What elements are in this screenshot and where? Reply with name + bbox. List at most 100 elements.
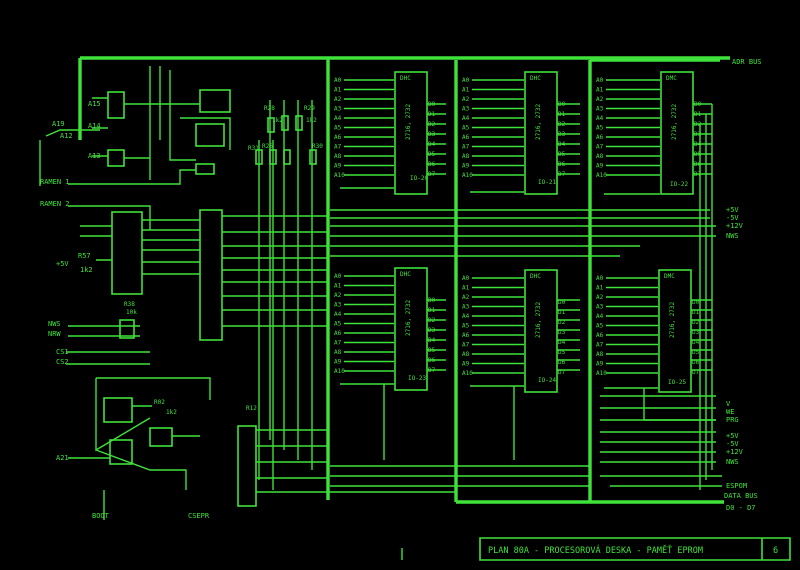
label-cs1: CS1 bbox=[56, 348, 69, 356]
data-pin-label: D4 bbox=[692, 339, 700, 346]
addr-pin-label: A10 bbox=[596, 370, 607, 377]
label-r38-val: 10k bbox=[126, 309, 137, 316]
eprom-chip-4: DHC bbox=[394, 267, 428, 391]
eprom-ref-5: IO-24 bbox=[538, 377, 556, 384]
right-bot-neg5v: -5V bbox=[726, 440, 739, 448]
addr-pin-label: A0 bbox=[462, 77, 470, 84]
addr-pin-label: A1 bbox=[334, 87, 342, 94]
eprom-ref-2: IO-21 bbox=[538, 179, 556, 186]
addr-pin-label: A4 bbox=[334, 311, 342, 318]
addr-pin-label: A6 bbox=[334, 134, 342, 141]
addr-pin-label: A6 bbox=[596, 134, 604, 141]
addr-pin-label: A3 bbox=[462, 304, 470, 311]
svg-text:DHC: DHC bbox=[530, 273, 541, 280]
eprom-ref-4: IO-23 bbox=[408, 375, 426, 382]
data-pin-label: D3 bbox=[692, 329, 700, 336]
title-block bbox=[401, 537, 791, 561]
addr-pin-label: A4 bbox=[334, 115, 342, 122]
addr-pin-label: A2 bbox=[462, 294, 470, 301]
eprom-type-5: 2716, 2732 bbox=[535, 301, 542, 338]
data-pin-label: D5 bbox=[692, 349, 700, 356]
label-csepr: CSEPR bbox=[188, 512, 210, 520]
addr-pin-label: A3 bbox=[596, 106, 604, 113]
adr-bus-label: ADR BUS bbox=[732, 58, 762, 66]
addr-pin-label: A3 bbox=[596, 304, 604, 311]
addr-pin-label: A7 bbox=[334, 144, 342, 151]
addr-pin-label: A3 bbox=[334, 302, 342, 309]
addr-pin-label: A5 bbox=[596, 323, 604, 330]
addr-pin-label: A0 bbox=[596, 275, 604, 282]
right-top-12v: +12V bbox=[726, 222, 744, 230]
label-r29-val: 1k2 bbox=[306, 117, 317, 124]
addr-pin-label: A2 bbox=[596, 96, 604, 103]
data-pin-label: D2 bbox=[692, 319, 700, 326]
addr-pin-label: A5 bbox=[596, 125, 604, 132]
title-text: PLAN 80A - PROCESOROVÁ DESKA - PAMĚŤ EPR… bbox=[488, 544, 703, 556]
data-pin-label: D1 bbox=[692, 309, 700, 316]
addr-pin-label: A7 bbox=[334, 340, 342, 347]
addr-pin-label: A7 bbox=[462, 144, 470, 151]
label-a21: A21 bbox=[56, 454, 69, 462]
label-a19: A19 bbox=[52, 120, 65, 128]
addr-pin-label: A6 bbox=[462, 332, 470, 339]
addr-pin-label: A8 bbox=[462, 351, 470, 358]
right-top-5v: +5V bbox=[726, 206, 739, 214]
addr-pin-label: A9 bbox=[462, 361, 470, 368]
label-r26: R26 bbox=[262, 143, 273, 150]
right-espom: ESPOM bbox=[726, 482, 747, 490]
label-r31: R31 bbox=[248, 145, 259, 152]
data-pin-label: D7 bbox=[692, 369, 700, 376]
addr-pin-label: A6 bbox=[596, 332, 604, 339]
eprom-type-2: 2716, 2732 bbox=[535, 103, 542, 140]
right-bot-nws: NWS bbox=[726, 458, 739, 466]
right-mid-v: V bbox=[726, 400, 731, 408]
eprom-type-3: 2716, 2732 bbox=[671, 103, 678, 140]
svg-text:DMC: DMC bbox=[666, 75, 677, 82]
addr-pin-label: A10 bbox=[462, 172, 473, 179]
label-nws: NWS bbox=[48, 320, 61, 328]
addr-pin-label: A4 bbox=[462, 115, 470, 122]
addr-pin-label: A3 bbox=[462, 106, 470, 113]
addr-pin-label: A10 bbox=[596, 172, 607, 179]
data-pin-label: D6 bbox=[558, 359, 566, 366]
addr-pin-label: A8 bbox=[334, 349, 342, 356]
eprom-wiring bbox=[330, 103, 722, 490]
eprom-ref-1: IO-20 bbox=[410, 175, 428, 182]
label-plus5v: +5V bbox=[56, 260, 69, 268]
addr-pin-label: A9 bbox=[596, 361, 604, 368]
addr-pin-label: A6 bbox=[462, 134, 470, 141]
label-a12: A12 bbox=[60, 132, 73, 140]
addr-pin-label: A9 bbox=[334, 163, 342, 170]
addr-pin-label: A4 bbox=[596, 313, 604, 320]
label-r57-val: 1k2 bbox=[80, 266, 93, 274]
label-r57: R57 bbox=[78, 252, 91, 260]
right-top-nws: NWS bbox=[726, 232, 739, 240]
addr-pin-label: A5 bbox=[462, 323, 470, 330]
addr-pin-label: A1 bbox=[596, 285, 604, 292]
addr-pin-label: A1 bbox=[462, 285, 470, 292]
addr-pin-label: A9 bbox=[462, 163, 470, 170]
eprom-chip-2: DHC bbox=[524, 71, 558, 195]
addr-pin-label: A7 bbox=[462, 342, 470, 349]
eprom-type-1: 2716, 2732 bbox=[405, 103, 412, 140]
addr-pin-label: A8 bbox=[596, 351, 604, 358]
eprom-chip-3: DMC bbox=[660, 71, 694, 195]
data-range-label: D0 - D7 bbox=[726, 504, 756, 512]
resistor-network bbox=[255, 100, 317, 490]
addr-pin-label: A8 bbox=[596, 153, 604, 160]
label-a13: A13 bbox=[88, 152, 101, 160]
addr-pin-label: A9 bbox=[334, 359, 342, 366]
addr-pin-label: A2 bbox=[462, 96, 470, 103]
data-pin-label: D3 bbox=[558, 329, 566, 336]
addr-pin-label: A10 bbox=[462, 370, 473, 377]
addr-pin-label: A8 bbox=[334, 153, 342, 160]
data-pin-label: D4 bbox=[558, 339, 566, 346]
address-bus bbox=[78, 56, 730, 504]
addr-pin-label: A7 bbox=[596, 342, 604, 349]
addr-pin-label: A0 bbox=[334, 77, 342, 84]
data-bus-label: DATA BUS bbox=[724, 492, 758, 500]
eprom-chip-5: DHC bbox=[524, 269, 558, 393]
label-boot: BOOT bbox=[92, 512, 110, 520]
eprom-ref-3: IO-22 bbox=[670, 181, 688, 188]
addr-pin-label: A1 bbox=[462, 87, 470, 94]
